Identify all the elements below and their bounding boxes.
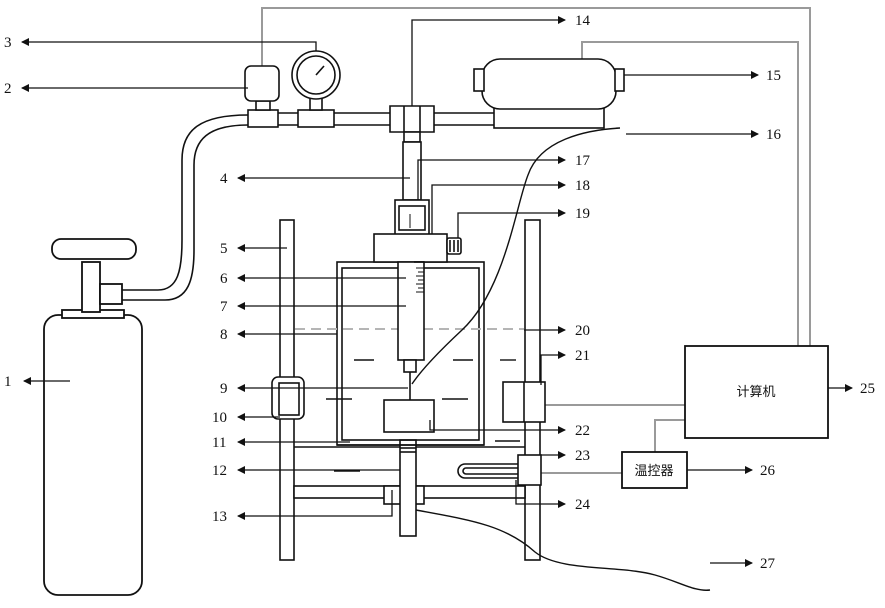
heater <box>458 455 541 485</box>
label-15: 15 <box>766 68 781 84</box>
label-20: 20 <box>575 323 590 339</box>
temp-controller-box: 温控器 <box>622 452 687 488</box>
label-3: 3 <box>4 35 12 51</box>
label-8: 8 <box>220 327 228 343</box>
pressure-sensor <box>474 59 624 128</box>
label-14: 14 <box>575 13 591 29</box>
label-24: 24 <box>575 497 591 513</box>
gas-cylinder <box>44 239 142 595</box>
label-13: 13 <box>212 509 227 525</box>
label-2: 2 <box>4 81 12 97</box>
leader-lines <box>22 20 852 563</box>
syringe-assembly <box>374 200 461 432</box>
label-18: 18 <box>575 178 590 194</box>
label-21: 21 <box>575 348 590 364</box>
label-12: 12 <box>212 463 227 479</box>
label-23: 23 <box>575 448 590 464</box>
label-19: 19 <box>575 206 590 222</box>
label-4: 4 <box>220 171 228 187</box>
label-26: 26 <box>760 463 776 479</box>
label-9: 9 <box>220 381 228 397</box>
label-7: 7 <box>220 299 228 315</box>
label-17: 17 <box>575 153 591 169</box>
gas-hose <box>122 115 248 300</box>
label-16: 16 <box>766 127 782 143</box>
label-5: 5 <box>220 241 228 257</box>
computer-box: 计算机 <box>685 346 828 438</box>
label-27: 27 <box>760 556 776 572</box>
temp-controller-label: 温控器 <box>634 464 673 479</box>
label-11: 11 <box>212 435 226 451</box>
signal-cable <box>416 510 710 590</box>
label-10: 10 <box>212 410 227 426</box>
label-1: 1 <box>4 374 12 390</box>
label-22: 22 <box>575 423 590 439</box>
label-25: 25 <box>860 381 875 397</box>
label-6: 6 <box>220 271 228 287</box>
computer-label: 计算机 <box>736 385 775 400</box>
